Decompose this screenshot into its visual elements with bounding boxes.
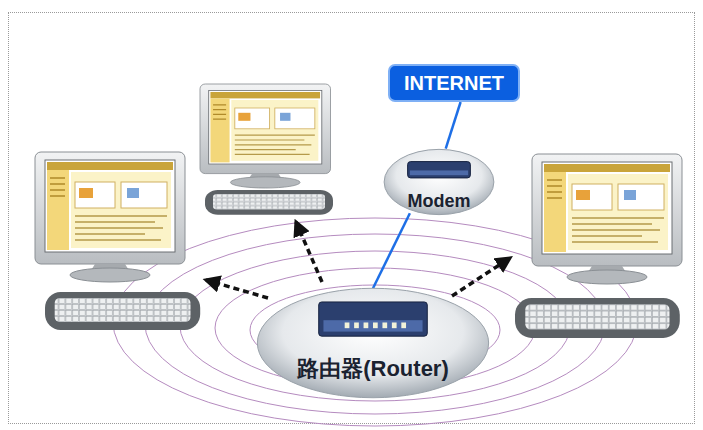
node-label: INTERNET bbox=[404, 71, 504, 95]
link-line bbox=[446, 102, 461, 149]
node-label: Modem bbox=[408, 191, 471, 216]
modem-oval: Modem bbox=[383, 148, 495, 216]
oval-shape bbox=[255, 286, 491, 400]
internet-box: INTERNET bbox=[388, 64, 520, 102]
node-label: 路由器(Router) bbox=[297, 354, 449, 400]
link-line bbox=[373, 213, 410, 288]
router-oval: 路由器(Router) bbox=[255, 286, 491, 400]
